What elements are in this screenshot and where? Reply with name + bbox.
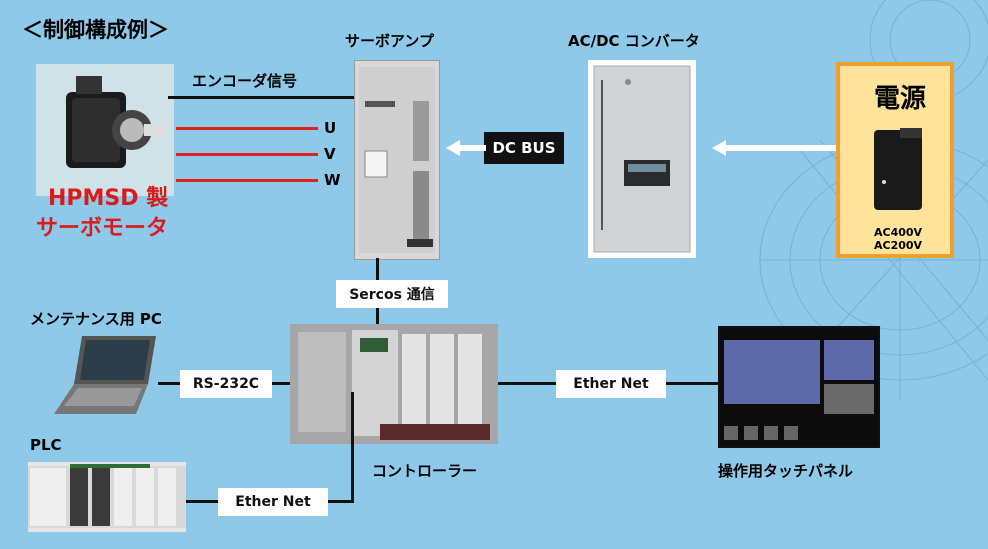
power-voltage-1: AC400V: [874, 226, 923, 239]
maint-pc-label: メンテナンス用 PC: [30, 310, 162, 328]
power-title: 電源: [874, 84, 927, 114]
servo-amplifier-image: [354, 60, 440, 260]
plc-image: [28, 462, 186, 532]
motor-name-line2: サーボモータ: [36, 216, 169, 241]
phase-u-line: [176, 127, 318, 130]
ethernet-box-right: Ether Net: [556, 370, 666, 398]
dc-bus-arrow-left: [446, 140, 486, 156]
encoder-signal-label: エンコーダ信号: [192, 72, 298, 90]
sercos-label: Sercos 通信: [349, 287, 435, 303]
diagram-heading: ＜制御構成例＞: [22, 18, 169, 42]
touch-panel-image: [718, 326, 880, 448]
phase-u-label: U: [324, 119, 337, 137]
laptop-icon: [54, 336, 156, 414]
converter-label: AC/DC コンバータ: [568, 32, 700, 50]
controller-label: コントローラー: [372, 462, 478, 480]
servo-motor-image: [36, 64, 174, 196]
ethernet-line-bottom-v: [351, 392, 354, 503]
rs232c-box: RS-232C: [180, 370, 272, 398]
ethernet-box-bottom: Ether Net: [218, 488, 328, 516]
sercos-box: Sercos 通信: [336, 280, 448, 308]
power-arrow-left: [712, 140, 836, 156]
motor-name-line1: HPMSD 製: [48, 186, 169, 211]
power-supply-icon: [874, 128, 922, 210]
converter-image: [588, 60, 696, 258]
power-supply-panel: 電源 AC400V AC200V: [836, 62, 954, 258]
dc-bus-label: DC BUS: [492, 139, 556, 157]
ethernet-label-right: Ether Net: [573, 376, 649, 392]
dc-bus-badge: DC BUS: [484, 132, 564, 164]
rs232c-label: RS-232C: [192, 376, 260, 392]
phase-v-line: [176, 153, 318, 156]
phase-v-label: V: [324, 145, 336, 163]
touch-panel-label: 操作用タッチパネル: [718, 462, 854, 480]
phase-w-line: [176, 179, 318, 182]
power-voltage-2: AC200V: [874, 239, 923, 252]
phase-w-label: W: [324, 171, 341, 189]
encoder-signal-line: [168, 96, 354, 99]
plc-label: PLC: [30, 436, 62, 454]
servo-amp-label: サーボアンプ: [345, 32, 434, 50]
controller-image: [290, 324, 498, 444]
ethernet-label-bottom: Ether Net: [235, 494, 311, 510]
